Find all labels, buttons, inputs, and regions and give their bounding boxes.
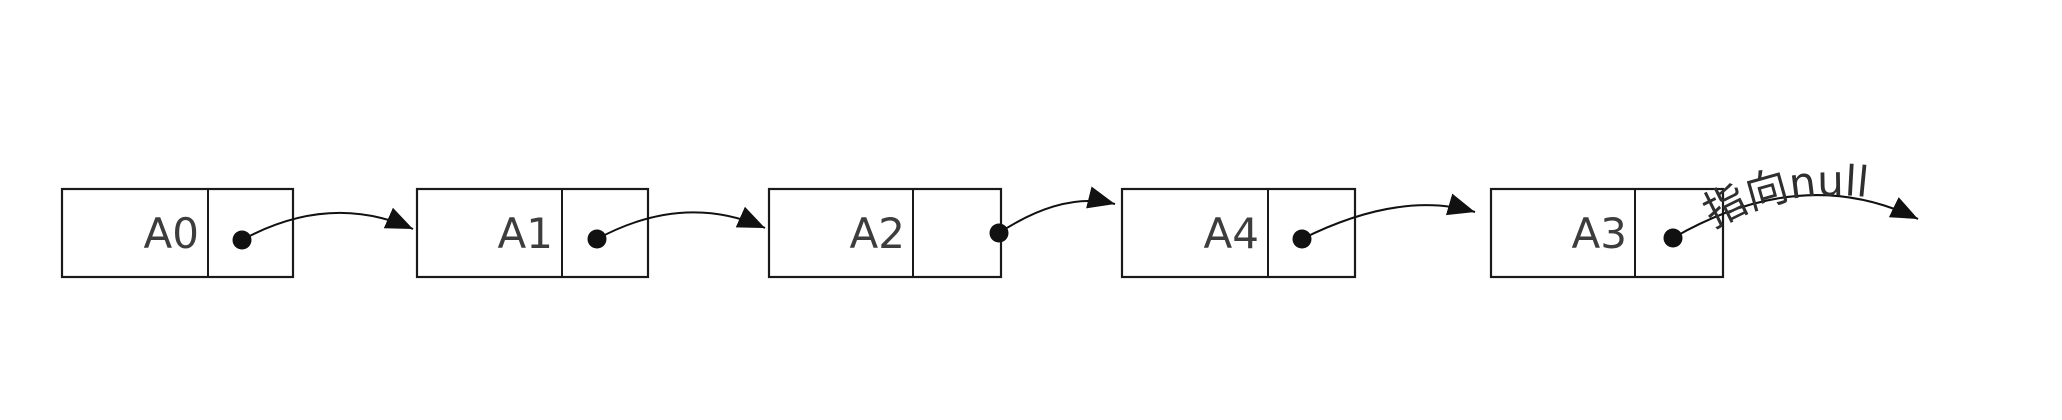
node-a2: A2	[767, 187, 1009, 279]
node-a0: A0	[60, 187, 295, 279]
arrow-a0-to-a1	[241, 207, 414, 241]
arrow-a4-to-a3	[1301, 193, 1476, 240]
node-a1-label: A1	[498, 209, 553, 258]
node-a4: A4	[1120, 187, 1357, 279]
node-a1: A1	[415, 187, 650, 279]
node-a3-label: A3	[1572, 209, 1627, 258]
arrow-a1-to-a2	[596, 206, 766, 240]
node-a4-label: A4	[1204, 209, 1259, 258]
node-a0-label: A0	[144, 209, 199, 258]
null-annotation-textpath: 指向null	[1695, 156, 1871, 237]
null-annotation-text: 指向null	[1695, 156, 1871, 237]
arrow-a2-to-a4	[998, 186, 1116, 234]
node-a3: A3	[1489, 187, 1725, 279]
node-a2-label: A2	[850, 209, 905, 258]
arrow-a3-to-null	[1672, 194, 1919, 239]
node-a3-box	[1489, 187, 1725, 279]
